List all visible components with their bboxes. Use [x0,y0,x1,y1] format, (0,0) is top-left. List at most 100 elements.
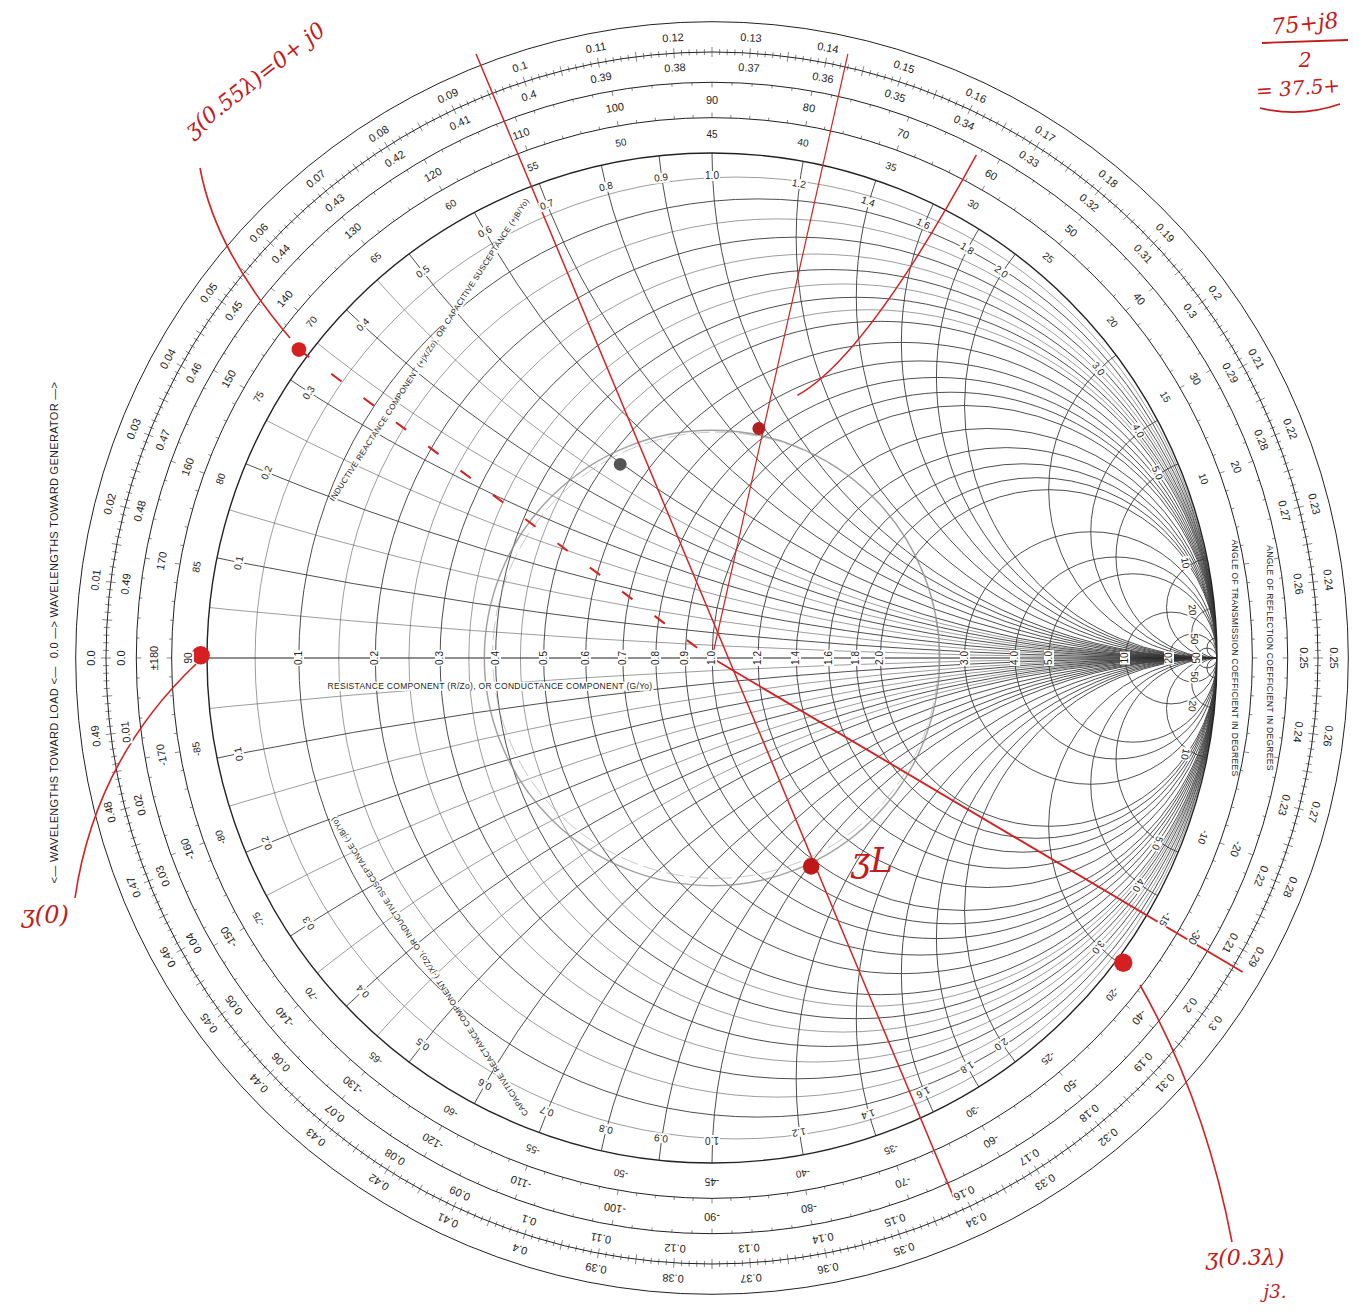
scale-tick [1288,837,1294,839]
reactance-value: 0.2 [259,834,274,853]
scale-tick [112,764,118,765]
scale-tick [666,51,667,57]
scale-tick [805,1190,807,1195]
scale-tick [232,403,235,404]
scale-tick [1219,980,1227,985]
scale-tick [1175,1041,1183,1047]
wavelength-generator: 0.47 [125,874,144,900]
scale-tick [204,388,207,389]
scale-tick [279,1082,283,1086]
wavelength-load: 0.01 [119,720,133,745]
scale-tick [318,1118,322,1123]
reflection-angle: 50 [1062,222,1080,240]
transmission-angle: -85 [191,740,204,758]
scale-tick [1279,577,1282,578]
reflection-angle: -120 [420,1130,446,1152]
scale-tick [997,159,1000,163]
scale-tick [258,304,260,306]
reactance-arc [0,658,1359,1311]
scale-tick [749,1258,751,1268]
scale-tick [208,454,211,455]
scale-tick [377,1084,379,1086]
red-underline [1260,104,1340,112]
resistance-value: 5.0 [1044,650,1054,666]
scale-tick [1284,677,1287,678]
axis-title: <— WAVELENGTHS TOWARD LOAD <— [49,667,60,884]
scale-tick [393,218,395,220]
scale-tick [155,413,160,415]
scale-tick [452,105,456,114]
reflection-angle: 150 [219,367,239,390]
reflection-angle: -150 [218,924,240,950]
scale-tick [1162,252,1166,256]
scale-tick [525,146,527,151]
reactance-arc [375,0,1359,658]
reactance-value: 1.2 [790,1126,807,1139]
scale-tick [210,1000,215,1003]
scale-tick [446,110,449,115]
scale-tick [149,777,152,779]
scale-tick [164,392,169,395]
red-dot [292,342,307,357]
reactance-value: 0.7 [538,1104,556,1119]
scale-tick [897,146,899,151]
reflection-angle: -80 [799,1201,819,1215]
scale-tick [1239,948,1248,953]
scale-tick [1248,378,1253,381]
reflection-angle: -170 [155,742,170,768]
scale-tick [546,72,548,78]
scale-tick [1079,174,1083,179]
scale-tick [1301,786,1307,787]
scale-tick [200,471,205,473]
scale-tick [592,95,594,98]
reflection-angle: -160 [178,836,197,862]
scale-tick [1123,1096,1130,1103]
scale-tick [246,320,248,322]
scale-tick [989,117,992,122]
scale-tick [385,142,390,150]
scale-tick [1244,563,1249,565]
scale-tick [164,922,169,925]
scale-tick [301,1103,305,1107]
scale-tick [1301,529,1307,530]
scale-tick [360,1150,363,1155]
reactance-value: 5.0 [1149,834,1164,853]
transmission-angle: -50 [612,1166,630,1179]
wavelength-load: 0.36 [810,70,835,85]
scale-tick [1195,1019,1200,1023]
scale-tick [580,131,582,134]
reflection-angle: 110 [510,125,532,142]
wavelength-generator: 0.3 [1205,1013,1224,1033]
scale-tick [502,86,504,92]
swr-circle [484,430,939,885]
scale-tick [1278,448,1284,450]
scale-tick [170,620,173,621]
reactance-arc [1049,321,1359,658]
scale-tick [1249,601,1252,602]
scale-tick [111,756,117,758]
scale-tick [190,345,195,348]
scale-tick [496,124,497,127]
scale-tick [517,81,519,87]
wavelength-generator: 0.48 [102,800,118,825]
scale-tick [112,551,118,552]
scale-tick [1271,879,1280,883]
scale-tick [583,1247,584,1253]
scale-tick [689,1261,690,1267]
wavelength-generator: 0.27 [1305,800,1321,825]
scale-tick [360,161,363,166]
scale-tick [405,1179,408,1184]
reactance-value: 4.0 [1129,422,1145,441]
scale-tick [128,830,134,832]
scale-tick [824,127,826,130]
scale-tick [298,1056,300,1058]
resistance-value: 1.0 [707,650,717,666]
scale-tick [704,1261,705,1267]
scale-tick [273,236,277,240]
scale-tick [666,1259,667,1265]
scale-tick [390,1133,392,1135]
scale-tick [996,121,999,126]
scale-tick [749,48,751,58]
scale-tick [825,1248,827,1258]
scale-tick [1294,815,1300,817]
